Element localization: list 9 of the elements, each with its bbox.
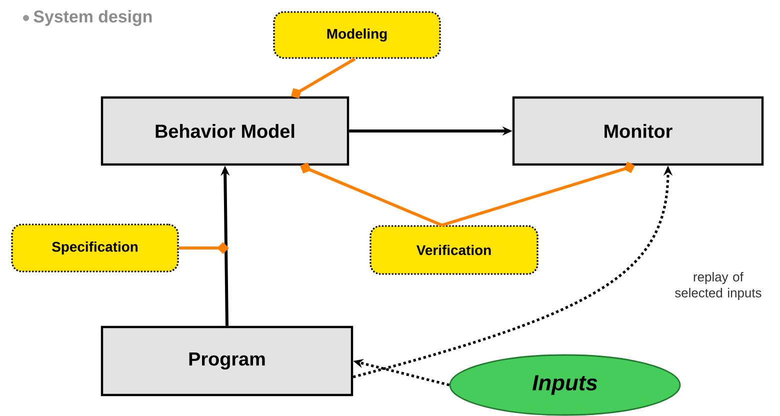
process-box: Monitor — [512, 96, 764, 166]
process-box: Program — [100, 326, 354, 396]
title: System design — [34, 10, 152, 26]
process-box: Behavior Model — [100, 96, 350, 166]
connector — [291, 58, 356, 99]
note-box: Modeling — [273, 11, 441, 59]
note-box: Verification — [370, 225, 538, 275]
note-box: Specification — [11, 224, 179, 272]
edge-label: replay of selected inputs — [662, 271, 774, 301]
